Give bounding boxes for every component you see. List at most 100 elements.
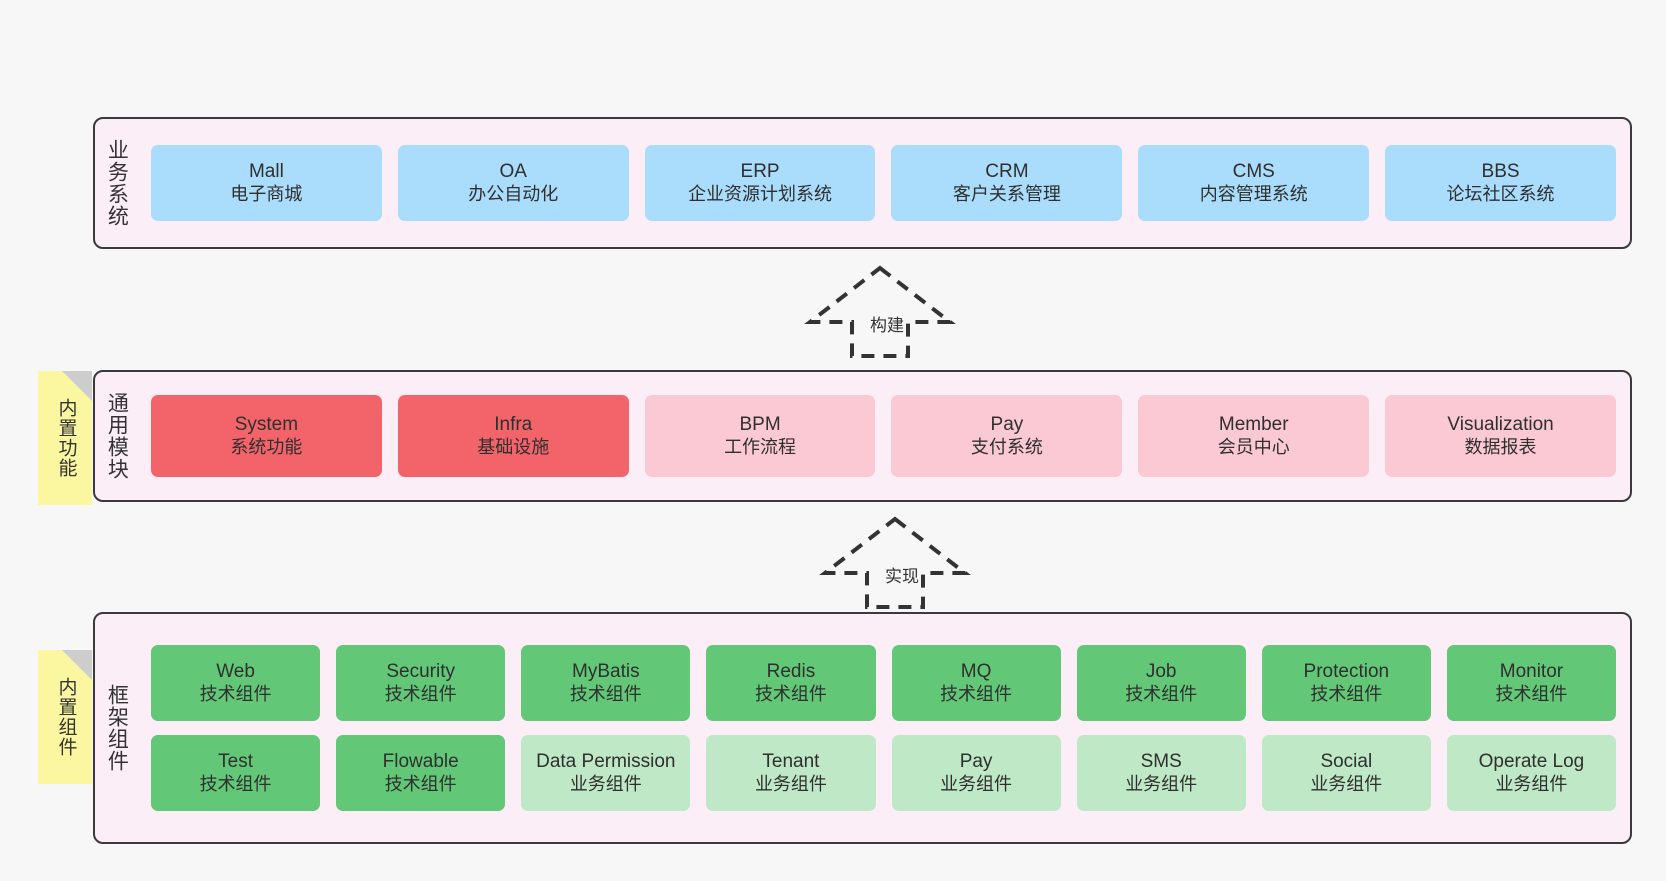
framework-row-two: Test 技术组件 Flowable 技术组件 Data Permission … (151, 735, 1616, 811)
layer-body-framework-components: Web 技术组件 Security 技术组件 MyBatis 技术组件 Redi… (137, 614, 1630, 842)
node-subtitle: 技术组件 (1495, 683, 1568, 704)
connector-implement-arrow (819, 516, 971, 609)
node-operate-log[interactable]: Operate Log 业务组件 (1446, 735, 1616, 811)
node-subtitle: 电子商城 (230, 183, 303, 204)
node-tenant[interactable]: Tenant 业务组件 (706, 735, 876, 811)
connector-build-arrow (804, 265, 956, 358)
sticky-note-builtin-components: 内置组件 (38, 650, 92, 784)
node-title: Visualization (1447, 414, 1554, 436)
implement-arrow-shape (819, 516, 971, 609)
node-subtitle: 技术组件 (384, 683, 457, 704)
node-subtitle: 支付系统 (970, 436, 1043, 457)
node-security[interactable]: Security 技术组件 (336, 645, 506, 721)
node-system[interactable]: System 系统功能 (151, 395, 382, 477)
layer-label-framework-components: 框架组件 (105, 684, 129, 772)
node-title: CRM (985, 161, 1029, 183)
node-title: SMS (1140, 751, 1182, 773)
node-title: System (234, 414, 299, 436)
node-subtitle: 数据报表 (1464, 436, 1537, 457)
node-bpm[interactable]: BPM 工作流程 (644, 395, 876, 477)
node-title: Mall (248, 161, 284, 183)
node-title: BPM (739, 414, 781, 436)
node-protection[interactable]: Protection 技术组件 (1261, 645, 1431, 721)
node-title: Social (1320, 751, 1373, 773)
node-mybatis[interactable]: MyBatis 技术组件 (521, 645, 691, 721)
node-test[interactable]: Test 技术组件 (151, 735, 321, 811)
node-title: CMS (1232, 161, 1275, 183)
node-subtitle: 业务组件 (1495, 773, 1568, 794)
connector-build-label: 构建 (870, 316, 904, 335)
layer-label-business-systems: 业务系统 (105, 139, 129, 227)
node-subtitle: 业务组件 (569, 773, 642, 794)
node-subtitle: 技术组件 (569, 683, 642, 704)
connector-implement-label: 实现 (885, 567, 919, 586)
node-title: Web (216, 661, 255, 683)
node-title: Operate Log (1478, 751, 1585, 773)
node-subtitle: 技术组件 (754, 683, 827, 704)
node-subtitle: 业务组件 (1125, 773, 1198, 794)
node-subtitle: 办公自动化 (468, 183, 559, 204)
node-title: Flowable (382, 751, 459, 773)
node-pay-module[interactable]: Pay 支付系统 (891, 395, 1123, 477)
node-erp[interactable]: ERP 企业资源计划系统 (644, 145, 876, 221)
node-title: Pay (959, 751, 993, 773)
node-title: OA (499, 161, 527, 183)
node-sms[interactable]: SMS 业务组件 (1076, 735, 1246, 811)
node-redis[interactable]: Redis 技术组件 (706, 645, 876, 721)
node-title: Security (386, 661, 455, 683)
node-subtitle: 技术组件 (199, 683, 272, 704)
node-title: Member (1218, 414, 1289, 436)
node-bbs[interactable]: BBS 论坛社区系统 (1385, 145, 1616, 221)
node-subtitle: 客户关系管理 (952, 183, 1061, 204)
node-title: Pay (990, 414, 1024, 436)
node-title: Tenant (762, 751, 820, 773)
layer-common-modules: 通用模块 System 系统功能 Infra 基础设施 BPM 工作流程 Pay… (93, 370, 1632, 502)
node-title: Data Permission (536, 751, 676, 773)
node-oa[interactable]: OA 办公自动化 (397, 145, 629, 221)
sticky-note-builtin-features: 内置功能 (38, 371, 92, 505)
node-subtitle: 业务组件 (754, 773, 827, 794)
node-title: Redis (766, 661, 816, 683)
node-web[interactable]: Web 技术组件 (151, 645, 321, 721)
node-title: BBS (1481, 161, 1520, 183)
node-visualization[interactable]: Visualization 数据报表 (1385, 395, 1616, 477)
node-subtitle: 技术组件 (199, 773, 272, 794)
layer-framework-components: 框架组件 Web 技术组件 Security 技术组件 MyBatis 技术组件… (93, 612, 1632, 844)
node-mall[interactable]: Mall 电子商城 (151, 145, 382, 221)
node-pay-component[interactable]: Pay 业务组件 (891, 735, 1061, 811)
node-member[interactable]: Member 会员中心 (1138, 395, 1370, 477)
node-subtitle: 会员中心 (1217, 436, 1290, 457)
node-infra[interactable]: Infra 基础设施 (397, 395, 629, 477)
node-subtitle: 基础设施 (477, 436, 550, 457)
framework-row-one: Web 技术组件 Security 技术组件 MyBatis 技术组件 Redi… (151, 645, 1616, 721)
node-subtitle: 企业资源计划系统 (688, 183, 833, 204)
node-crm[interactable]: CRM 客户关系管理 (891, 145, 1123, 221)
node-title: Test (218, 751, 253, 773)
node-job[interactable]: Job 技术组件 (1076, 645, 1246, 721)
node-cms[interactable]: CMS 内容管理系统 (1138, 145, 1370, 221)
node-mq[interactable]: MQ 技术组件 (891, 645, 1061, 721)
node-subtitle: 工作流程 (724, 436, 797, 457)
layer-label-common-modules: 通用模块 (105, 392, 129, 480)
node-title: ERP (740, 161, 780, 183)
node-subtitle: 系统功能 (230, 436, 303, 457)
layer-body-business-systems: Mall 电子商城 OA 办公自动化 ERP 企业资源计划系统 CRM 客户关系… (137, 119, 1630, 247)
node-subtitle: 技术组件 (1125, 683, 1198, 704)
node-data-permission[interactable]: Data Permission 业务组件 (521, 735, 691, 811)
node-title: MQ (960, 661, 992, 683)
node-subtitle: 论坛社区系统 (1446, 183, 1555, 204)
business-systems-row: Mall 电子商城 OA 办公自动化 ERP 企业资源计划系统 CRM 客户关系… (151, 145, 1616, 221)
node-subtitle: 技术组件 (1310, 683, 1383, 704)
node-subtitle: 内容管理系统 (1199, 183, 1308, 204)
layer-body-common-modules: System 系统功能 Infra 基础设施 BPM 工作流程 Pay 支付系统… (137, 372, 1630, 500)
layer-business-systems: 业务系统 Mall 电子商城 OA 办公自动化 ERP 企业资源计划系统 CRM… (93, 117, 1632, 249)
node-title: Job (1145, 661, 1177, 683)
node-flowable[interactable]: Flowable 技术组件 (336, 735, 506, 811)
node-social[interactable]: Social 业务组件 (1261, 735, 1431, 811)
node-monitor[interactable]: Monitor 技术组件 (1446, 645, 1616, 721)
common-modules-row: System 系统功能 Infra 基础设施 BPM 工作流程 Pay 支付系统… (151, 395, 1616, 477)
build-arrow-shape (804, 265, 956, 358)
node-title: Protection (1303, 661, 1390, 683)
node-title: MyBatis (572, 661, 640, 683)
